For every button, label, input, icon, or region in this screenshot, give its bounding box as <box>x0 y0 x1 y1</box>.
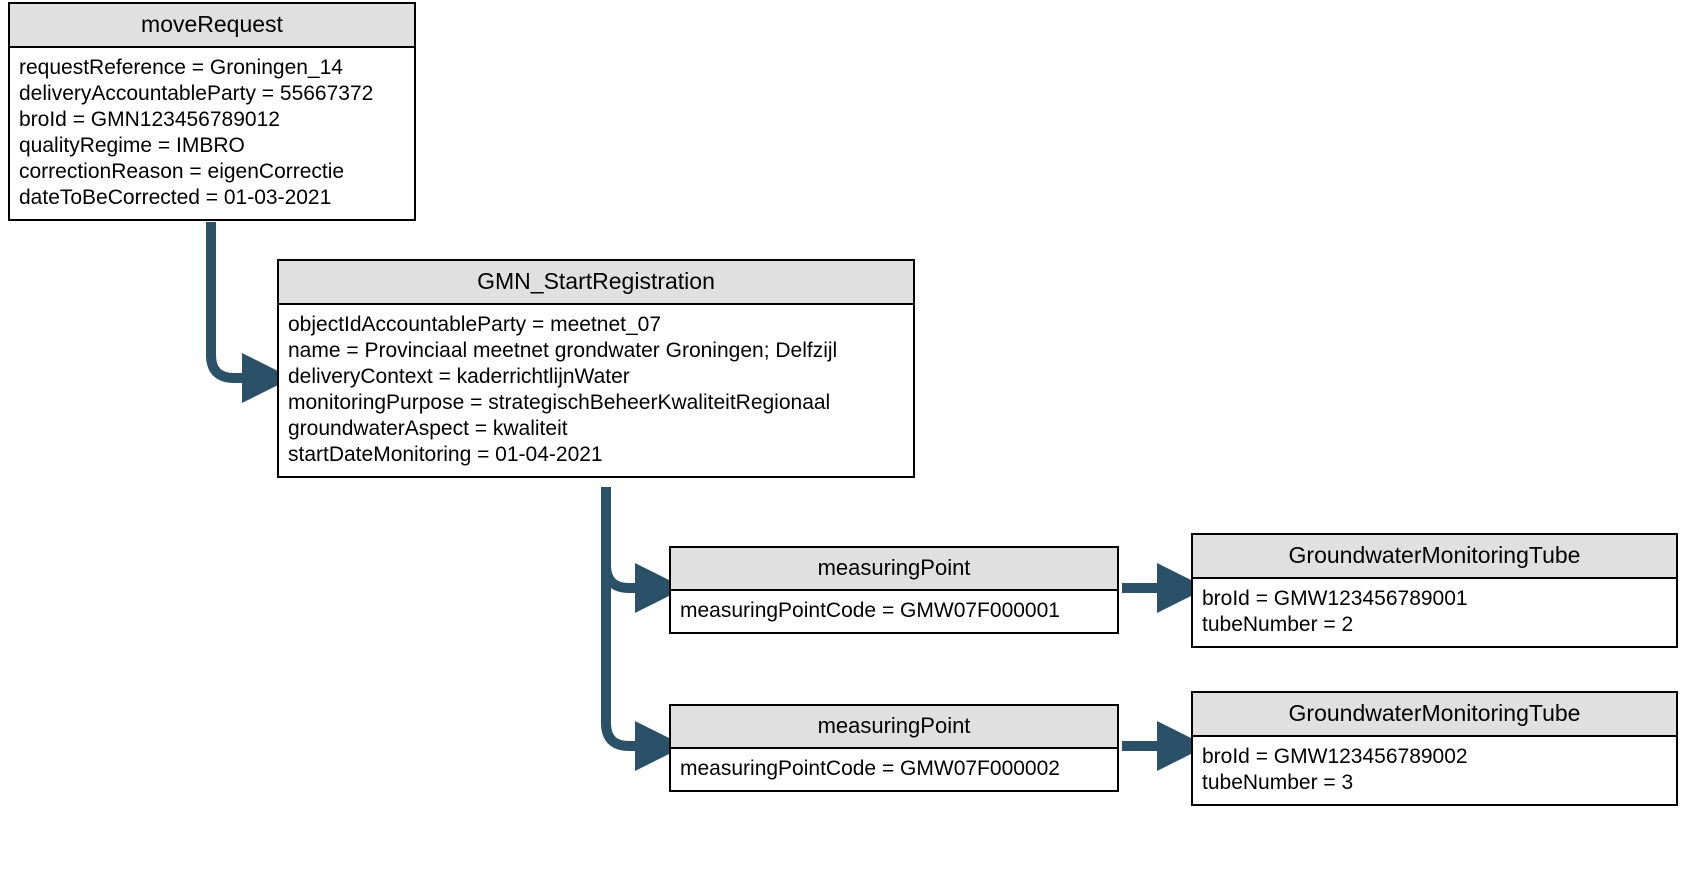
uml-object-header-groundwater-monitoring-tube-1: GroundwaterMonitoringTube <box>1193 535 1676 579</box>
uml-attribute: tubeNumber = 3 <box>1202 771 1354 794</box>
uml-attribute: broId = GMW123456789001 <box>1202 587 1468 610</box>
uml-object-attributes-groundwater-monitoring-tube-1: broId = GMW123456789001 tubeNumber = 2 <box>1193 579 1676 646</box>
uml-object-gmn-start-registration[interactable]: GMN_StartRegistration objectIdAccountabl… <box>277 259 915 478</box>
uml-object-attributes-gmn-start-registration: objectIdAccountableParty = meetnet_07 na… <box>279 305 913 476</box>
uml-attribute: requestReference = Groningen_14 <box>19 56 343 79</box>
uml-object-header-groundwater-monitoring-tube-2: GroundwaterMonitoringTube <box>1193 693 1676 737</box>
uml-attribute: tubeNumber = 2 <box>1202 613 1354 636</box>
uml-object-attributes-measuring-point-2: measuringPointCode = GMW07F000002 <box>671 749 1117 790</box>
connector-start-registration-to-measuring-point-1 <box>601 487 685 613</box>
uml-attribute: deliveryAccountableParty = 55667372 <box>19 82 374 105</box>
uml-attribute: name = Provinciaal meetnet grondwater Gr… <box>288 339 838 362</box>
uml-object-measuring-point-2[interactable]: measuringPoint measuringPointCode = GMW0… <box>669 704 1119 792</box>
uml-object-header-gmn-start-registration: GMN_StartRegistration <box>279 261 913 305</box>
connector-move-request-to-start-registration <box>206 222 292 403</box>
uml-attribute: objectIdAccountableParty = meetnet_07 <box>288 313 661 336</box>
uml-attribute: measuringPointCode = GMW07F000001 <box>680 599 1060 622</box>
uml-object-move-request[interactable]: moveRequest requestReference = Groningen… <box>8 2 416 221</box>
uml-attribute: measuringPointCode = GMW07F000002 <box>680 757 1060 780</box>
uml-object-groundwater-monitoring-tube-1[interactable]: GroundwaterMonitoringTube broId = GMW123… <box>1191 533 1678 648</box>
uml-object-groundwater-monitoring-tube-2[interactable]: GroundwaterMonitoringTube broId = GMW123… <box>1191 691 1678 806</box>
uml-attribute: groundwaterAspect = kwaliteit <box>288 417 568 440</box>
uml-object-attributes-groundwater-monitoring-tube-2: broId = GMW123456789002 tubeNumber = 3 <box>1193 737 1676 804</box>
uml-object-measuring-point-1[interactable]: measuringPoint measuringPointCode = GMW0… <box>669 546 1119 634</box>
uml-attribute: dateToBeCorrected = 01-03-2021 <box>19 186 332 209</box>
uml-object-header-measuring-point-1: measuringPoint <box>671 548 1117 591</box>
uml-attribute: broId = GMW123456789002 <box>1202 745 1468 768</box>
uml-attribute: broId = GMN123456789012 <box>19 108 280 131</box>
uml-attribute: deliveryContext = kaderrichtlijnWater <box>288 365 630 388</box>
connector-start-registration-to-measuring-point-2 <box>601 487 685 771</box>
uml-attribute: qualityRegime = IMBRO <box>19 134 245 157</box>
uml-attribute: correctionReason = eigenCorrectie <box>19 160 345 183</box>
uml-object-header-measuring-point-2: measuringPoint <box>671 706 1117 749</box>
uml-attribute: monitoringPurpose = strategischBeheerKwa… <box>288 391 831 414</box>
uml-attribute: startDateMonitoring = 01-04-2021 <box>288 443 603 466</box>
uml-object-attributes-measuring-point-1: measuringPointCode = GMW07F000001 <box>671 591 1117 632</box>
uml-object-attributes-move-request: requestReference = Groningen_14 delivery… <box>10 48 414 219</box>
uml-object-header-move-request: moveRequest <box>10 4 414 48</box>
